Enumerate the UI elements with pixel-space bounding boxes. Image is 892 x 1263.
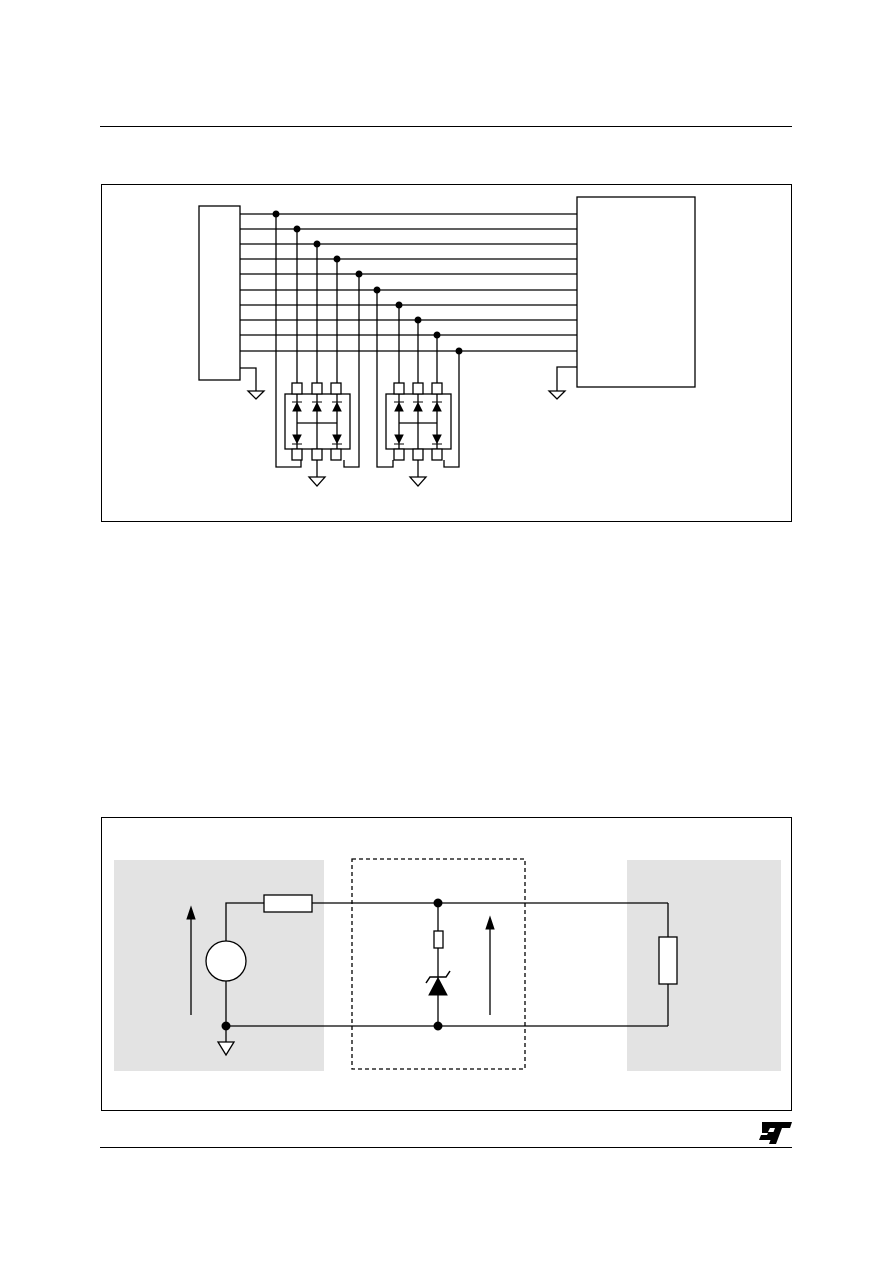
zener-icon [394, 434, 404, 445]
figure-bottom-frame [101, 817, 792, 1111]
multiline-protection-schematic [198, 196, 696, 487]
figure-top-frame [101, 184, 792, 522]
zener-icon [425, 970, 451, 996]
zener-icon [432, 434, 442, 445]
ground-icon [547, 390, 567, 400]
footer-rule [100, 1147, 792, 1148]
zener-icon [394, 401, 404, 412]
ground-icon [408, 476, 428, 487]
zener-icon [332, 434, 342, 445]
zener-icon [413, 401, 423, 412]
zener-icon [292, 434, 302, 445]
ground-icon [307, 476, 327, 487]
header-rule [100, 126, 792, 127]
zener-icon [312, 401, 322, 412]
surge-circuit-schematic [114, 858, 781, 1071]
zener-icon [332, 401, 342, 412]
zener-icon [432, 401, 442, 412]
ground-icon [246, 390, 266, 400]
ground-icon [216, 1041, 236, 1057]
arrow-up-icon [485, 915, 495, 930]
arrow-up-icon [186, 905, 196, 920]
zener-icon [292, 401, 302, 412]
st-logo-icon [759, 1122, 792, 1144]
